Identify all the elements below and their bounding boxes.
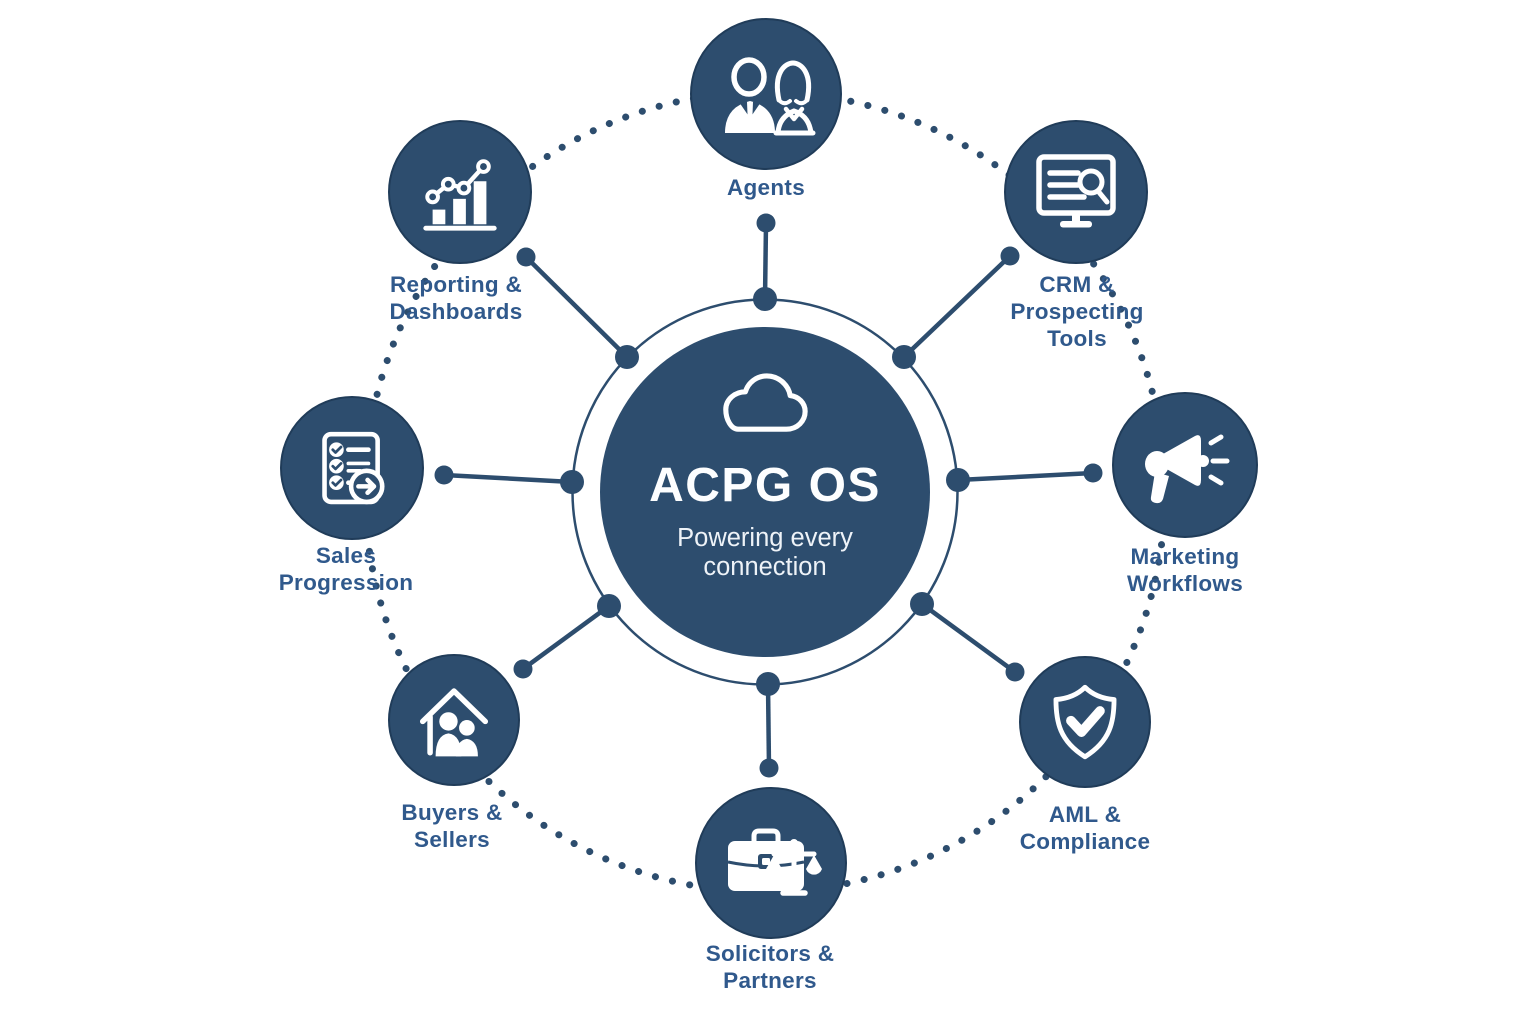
cloud-icon: [723, 373, 808, 432]
node-label-buyers-sellers: Buyers & Sellers: [401, 800, 503, 852]
hub-subtitle-line1: Powering every: [677, 524, 853, 552]
node-buyers-sellers: [388, 654, 520, 786]
hub-title: ACPG OS: [649, 459, 881, 512]
node-label-crm-prospecting-tools: CRM & Prospecting Tools: [1010, 272, 1144, 351]
spoke-crm: [892, 246, 1020, 369]
house-people-icon: [419, 687, 489, 756]
node-agents: [690, 18, 842, 170]
node-label-marketing-workflows: Marketing Workflows: [1126, 544, 1244, 596]
hub-circle: [600, 327, 930, 657]
spoke-reporting: [516, 247, 639, 369]
node-crm-prospecting-tools: [1004, 120, 1148, 264]
node-label-aml-compliance: AML & Compliance: [1019, 802, 1151, 854]
megaphone-icon: [1145, 434, 1230, 504]
node-sales-progression: [280, 396, 424, 540]
spoke-solicitors: [756, 672, 780, 778]
spoke-aml: [910, 592, 1025, 682]
node-marketing-workflows: [1112, 392, 1258, 538]
node-solicitors-partners: [695, 787, 847, 939]
hub-subtitle: Powering every connection: [677, 524, 853, 582]
spoke-buyers: [513, 594, 621, 679]
spoke-agents: [753, 213, 777, 311]
node-label-solicitors-partners: Solicitors & Partners: [705, 941, 835, 993]
node-label-reporting-dashboards: Reporting & Dashboards: [389, 272, 523, 324]
node-aml-compliance: [1019, 656, 1151, 788]
bar-chart-trend-icon: [423, 159, 497, 231]
checklist-arrow-icon: [322, 431, 385, 504]
people-icon: [725, 57, 816, 136]
spoke-sales: [434, 465, 584, 494]
monitor-search-icon: [1036, 154, 1116, 228]
shield-check-icon: [1053, 684, 1117, 760]
node-reporting-dashboards: [388, 120, 532, 264]
node-label-sales-progression: Sales Progression: [278, 543, 414, 595]
node-label-agents: Agents: [726, 175, 806, 200]
hub-subtitle-line2: connection: [703, 553, 827, 581]
briefcase-scales-icon: [727, 828, 822, 896]
spoke-marketing: [946, 463, 1103, 492]
